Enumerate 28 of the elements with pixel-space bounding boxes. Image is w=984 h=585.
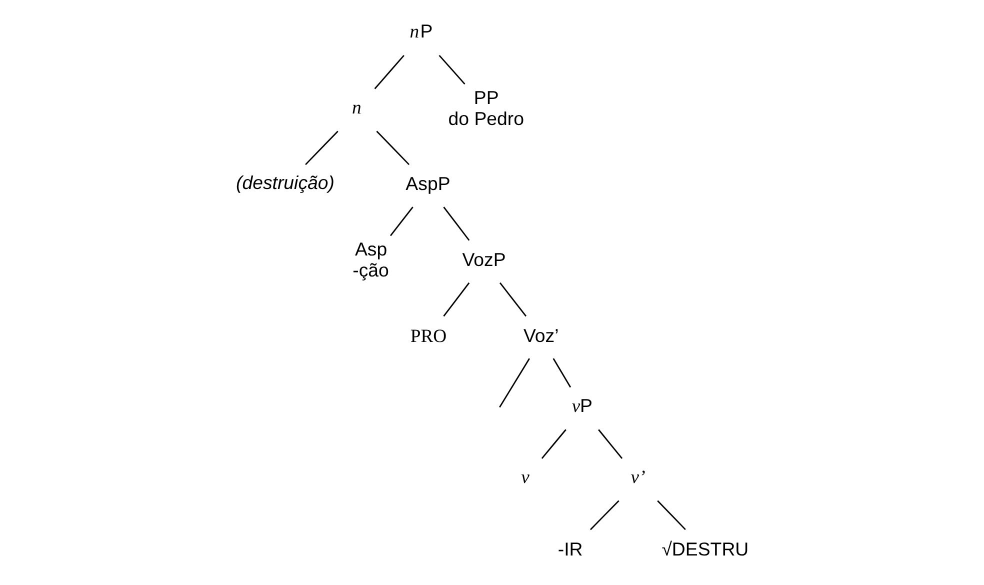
connector — [499, 282, 527, 317]
connector — [598, 429, 623, 459]
node-text: AspP — [406, 173, 450, 194]
connector — [541, 429, 566, 459]
connector — [499, 358, 530, 408]
node-text: VozP — [462, 249, 506, 270]
node-text: n — [352, 97, 362, 118]
node-text: (destruição) — [236, 172, 335, 194]
node-text: vP — [572, 394, 593, 417]
node-text: √DESTRU — [662, 538, 749, 560]
node-text: -IR — [558, 538, 583, 560]
connector — [552, 358, 572, 388]
connector — [376, 130, 410, 166]
connector — [443, 206, 470, 241]
node-text: v’ — [630, 466, 646, 488]
connector — [438, 54, 466, 84]
node-text: Voz’ — [523, 324, 559, 346]
node-text: nP — [410, 20, 433, 42]
node-text: PRO — [410, 326, 447, 347]
connector — [657, 500, 686, 530]
node-text: v — [521, 466, 530, 488]
node-text: PP do Pedro — [448, 86, 524, 129]
connector — [374, 54, 404, 90]
connector — [305, 130, 338, 166]
connector — [590, 500, 620, 530]
connector — [390, 206, 414, 236]
node-text: Asp -ção — [352, 238, 389, 281]
connector — [443, 282, 470, 317]
